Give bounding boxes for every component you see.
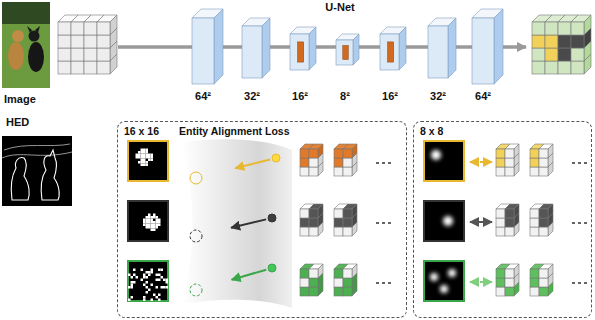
panel-heading: Entity Alignment Loss [179, 125, 289, 137]
feature-stack [300, 144, 391, 176]
image-label: HED [6, 116, 29, 128]
mask-8 [424, 261, 464, 301]
hed-image [2, 136, 72, 206]
mask-8 [424, 201, 464, 241]
alignment-arrow [470, 281, 492, 283]
image-label: Image [4, 93, 36, 105]
output-grid [532, 15, 591, 74]
mask-16 [128, 201, 168, 241]
mask-8 [424, 141, 464, 181]
resolution-label: 64² [195, 90, 211, 102]
resolution-label: 32² [430, 90, 446, 102]
feature-stack [300, 264, 391, 296]
dog-photo [2, 2, 50, 88]
unet-blocks [192, 9, 503, 84]
resolution-label: 32² [244, 90, 260, 102]
feature-stack [496, 144, 587, 176]
mask-16 [128, 141, 168, 181]
mask-16 [128, 261, 168, 301]
panel-heading: 8 x 8 [420, 125, 443, 137]
feature-stack [496, 264, 587, 296]
dashed-panel: 8 x 8 [413, 121, 592, 318]
resolution-label: 16² [292, 90, 308, 102]
resolution-label: 16² [382, 90, 398, 102]
feature-stack [496, 204, 587, 236]
alignment-arrow [470, 161, 492, 163]
feature-space [182, 139, 292, 308]
feature-stack [300, 204, 391, 236]
alignment-arrow [470, 221, 492, 223]
input-grid [58, 15, 117, 74]
panel-heading: 16 x 16 [124, 125, 159, 137]
diagram-title: U-Net [325, 1, 354, 13]
resolution-label: 64² [475, 90, 491, 102]
resolution-label: 8² [340, 90, 350, 102]
skip-arrow [118, 45, 526, 49]
dashed-panel: 16 x 16 Entity Alignment Loss [117, 121, 407, 318]
